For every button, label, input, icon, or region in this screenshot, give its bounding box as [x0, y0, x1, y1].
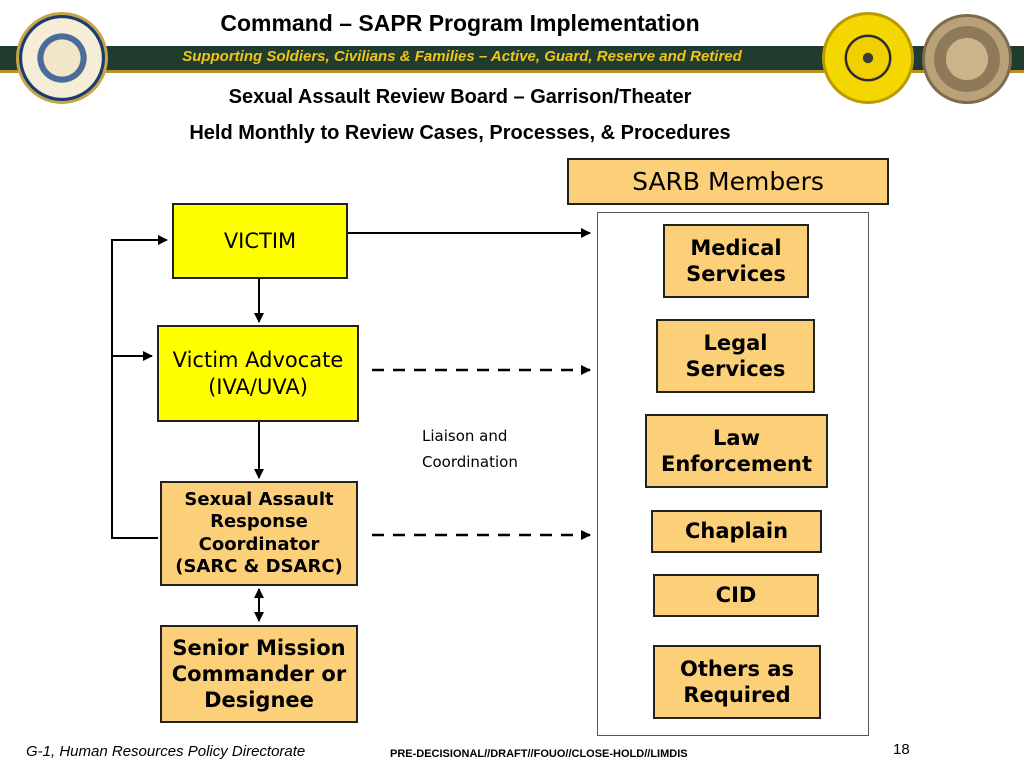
law-enforcement-label: Law Enforcement [660, 425, 813, 476]
page-number: 18 [893, 741, 910, 758]
subtitle-frequency: Held Monthly to Review Cases, Processes,… [189, 122, 731, 144]
member-legal-services: Legal Services [656, 319, 815, 393]
member-cid: CID [653, 574, 819, 617]
victim-box: VICTIM [172, 203, 348, 279]
g1-seal-icon [822, 12, 914, 104]
sarc-box: Sexual Assault Response Coordinator (SAR… [160, 481, 358, 586]
banner-divider [0, 70, 1024, 73]
banner-text: Supporting Soldiers, Civilians & Familie… [182, 48, 742, 65]
subtitle-board: Sexual Assault Review Board – Garrison/T… [228, 86, 692, 108]
footer-directorate: G-1, Human Resources Policy Directorate [26, 743, 306, 760]
victim-advocate-box: Victim Advocate (IVA/UVA) [157, 325, 359, 422]
liaison-label: Liaison and Coordination [422, 427, 518, 471]
member-law-enforcement: Law Enforcement [645, 414, 828, 488]
sarb-members-header: SARB Members [567, 158, 889, 205]
footer-classification: PRE-DECISIONAL//DRAFT//FOUO//CLOSE-HOLD/… [390, 748, 688, 760]
feedback-loop-line [111, 235, 168, 539]
page-title: Command – SAPR Program Implementation [220, 10, 700, 36]
member-chaplain: Chaplain [651, 510, 822, 553]
member-medical-services: Medical Services [663, 224, 809, 298]
senior-commander-box: Senior Mission Commander or Designee [160, 625, 358, 723]
member-others-as-required: Others as Required [653, 645, 821, 719]
army-seal-icon [16, 12, 108, 104]
great-seal-icon [922, 14, 1012, 104]
